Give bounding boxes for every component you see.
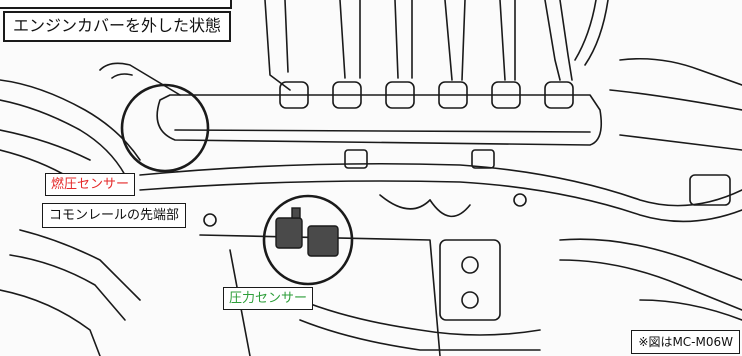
fuel-pressure-sensor-label: 燃圧センサー	[45, 173, 136, 196]
hoses	[0, 79, 141, 356]
common-rail	[99, 62, 603, 146]
model-note: ※図はMC-M06W	[631, 330, 740, 354]
right-components	[559, 57, 742, 321]
fuel-lines	[264, 0, 609, 91]
highlight-circle-sensor	[262, 194, 354, 286]
wiring-harness	[139, 149, 742, 223]
pressure-sensor-label: 圧力センサー	[223, 287, 314, 310]
top-frame	[0, 0, 232, 9]
highlight-circle-rail	[120, 83, 210, 173]
common-rail-tip-label: コモンレールの先端部	[42, 203, 187, 228]
engine-block	[199, 193, 541, 356]
diagram-title: エンジンカバーを外した状態	[3, 11, 232, 42]
pressure-sensor-shape	[275, 207, 339, 257]
